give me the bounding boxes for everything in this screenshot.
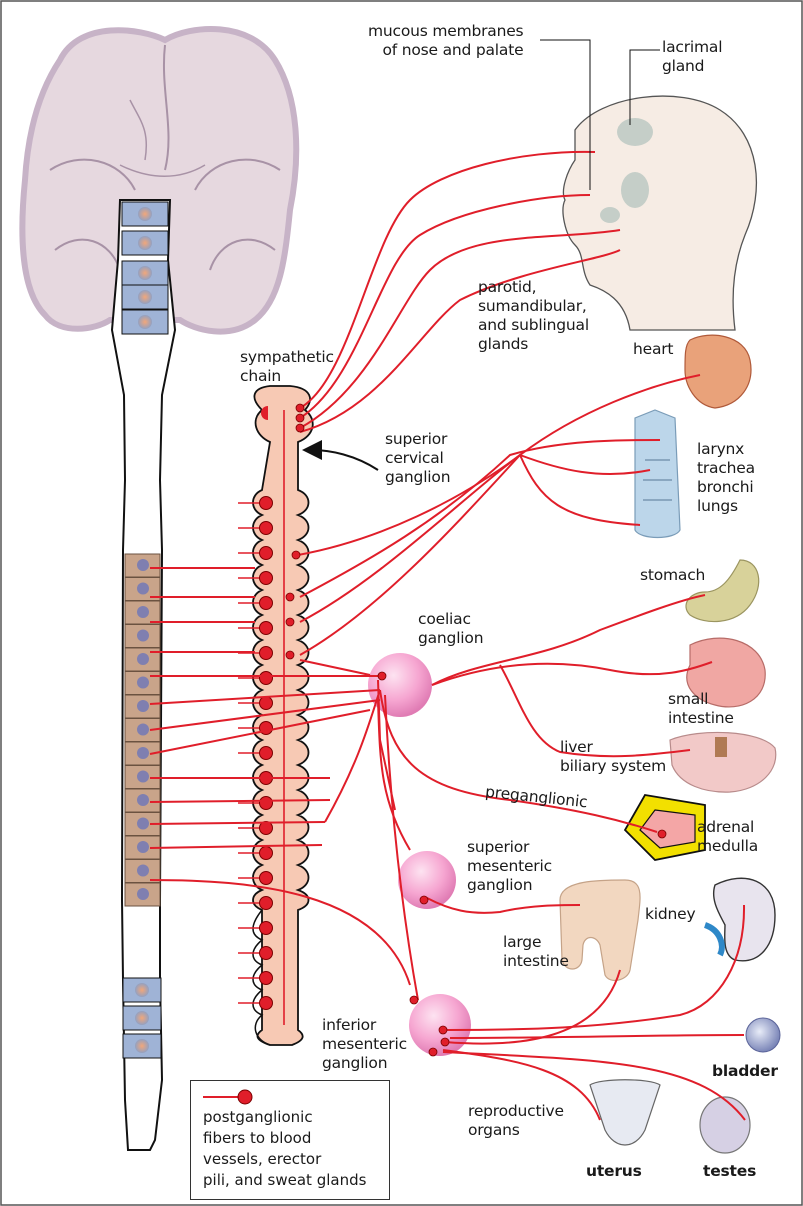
synapse-dot — [292, 551, 300, 559]
chain-ganglion-cell — [260, 697, 273, 710]
uterus-illustration — [590, 1080, 660, 1145]
sacral-nucleus — [135, 1011, 149, 1025]
nerve-fiber — [427, 898, 580, 913]
chain-ganglion-cell — [260, 597, 273, 610]
chain-ganglion-cell — [260, 647, 273, 660]
chain-ganglion-cell — [260, 797, 273, 810]
chain-ganglion-cell — [260, 622, 273, 635]
label-testes: testes — [703, 1162, 756, 1181]
label-parotid-glands: parotid, sumandibular, and sublingual gl… — [478, 278, 589, 354]
lateral-horn-nucleus — [137, 583, 149, 595]
synapse-dot — [296, 404, 304, 412]
lungs-illustration — [635, 410, 680, 538]
synapse-dot — [441, 1038, 449, 1046]
lateral-horn-nucleus — [137, 606, 149, 618]
liver-illustration — [670, 732, 776, 792]
chain-ganglion-cell — [260, 847, 273, 860]
label-large-intestine: large intestine — [503, 933, 569, 971]
chain-ganglion-cell — [260, 572, 273, 585]
testes-illustration — [700, 1097, 750, 1153]
label-stomach: stomach — [640, 566, 705, 585]
label-reproductive-organs: reproductive organs — [468, 1102, 564, 1140]
label-lacrimal-gland: lacrimal gland — [662, 38, 722, 76]
synapse-dot — [296, 414, 304, 422]
label-uterus: uterus — [586, 1162, 642, 1181]
label-mucous-membranes: mucous membranes of nose and palate — [368, 22, 523, 60]
nerve-fiber — [300, 660, 370, 675]
chain-ganglion-cell — [260, 972, 273, 985]
nerve-fiber — [325, 690, 380, 822]
chain-ganglion-cell — [260, 897, 273, 910]
label-kidney: kidney — [645, 905, 695, 924]
nerve-fiber — [385, 695, 418, 1000]
lateral-horn-nucleus — [137, 653, 149, 665]
legend-symbol — [201, 1085, 261, 1109]
synapse-dot — [286, 618, 294, 626]
synapse-dot — [286, 593, 294, 601]
lateral-horn-nucleus — [137, 841, 149, 853]
label-superior-mesenteric-ganglion: superior mesenteric ganglion — [467, 838, 552, 895]
inferior-mesenteric-ganglion — [409, 994, 471, 1056]
lateral-horn-nucleus — [137, 700, 149, 712]
synapse-dot — [420, 896, 428, 904]
lateral-horn-nucleus — [137, 771, 149, 783]
chain-ganglion-cell — [260, 547, 273, 560]
chain-ganglion-cell — [260, 947, 273, 960]
lateral-horn-nucleus — [137, 865, 149, 877]
large-intestine-illustration — [560, 880, 640, 980]
synapse-dot — [410, 996, 418, 1004]
chain-ganglion-cell — [260, 747, 273, 760]
chain-ganglion-cell — [260, 672, 273, 685]
chain-ganglion-cell — [260, 522, 273, 535]
lateral-horn-nucleus — [137, 630, 149, 642]
nerve-fiber — [450, 1035, 744, 1038]
chain-ganglion-cell — [260, 497, 273, 510]
brainstem-nucleus — [138, 207, 152, 221]
synapse-dot — [296, 424, 304, 432]
chain-ganglion-cell — [260, 922, 273, 935]
lateral-horn-nucleus — [137, 724, 149, 736]
adrenal-illustration — [625, 795, 705, 860]
head-face-illustration — [563, 96, 756, 330]
label-small-intestine: small intestine — [668, 690, 734, 728]
superior-cervical-pointer — [312, 450, 378, 470]
chain-ganglion-cell — [260, 997, 273, 1010]
label-superior-cervical-ganglion: superior cervical ganglion — [385, 430, 450, 487]
legend-text: postganglionic fibers to blood vessels, … — [203, 1107, 366, 1191]
legend-box: postganglionic fibers to blood vessels, … — [190, 1080, 390, 1200]
label-heart: heart — [633, 340, 673, 359]
label-liver: liver biliary system — [560, 738, 666, 776]
sacral-nucleus — [135, 1039, 149, 1053]
label-coeliac-ganglion: coeliac ganglion — [418, 610, 483, 648]
lateral-horn-nucleus — [137, 559, 149, 571]
label-inferior-mesenteric-ganglion: inferior mesenteric ganglion — [322, 1016, 407, 1073]
chain-ganglion-cell — [260, 872, 273, 885]
brainstem-nucleus — [138, 315, 152, 329]
brainstem-nucleus — [138, 236, 152, 250]
synapse-dot — [286, 651, 294, 659]
synapse-dot — [439, 1026, 447, 1034]
nerve-fiber — [432, 662, 712, 685]
brainstem-nucleus — [138, 290, 152, 304]
nerve-fiber — [445, 970, 620, 1044]
label-bladder: bladder — [712, 1062, 778, 1081]
lateral-horn-nucleus — [137, 794, 149, 806]
synapse-dot — [429, 1048, 437, 1056]
sacral-nucleus — [135, 983, 149, 997]
label-adrenal-medulla: adrenal medulla — [697, 818, 758, 856]
label-larynx-trachea: larynx trachea bronchi lungs — [697, 440, 755, 516]
lateral-horn-nucleus — [137, 888, 149, 900]
bladder-illustration — [746, 1018, 780, 1052]
brainstem-nucleus — [138, 266, 152, 280]
lateral-horn-nucleus — [137, 818, 149, 830]
lateral-horn-nucleus — [137, 747, 149, 759]
synapse-dot — [378, 672, 386, 680]
label-sympathetic-chain: sympathetic chain — [240, 348, 334, 386]
lateral-horn-nucleus — [137, 677, 149, 689]
heart-illustration — [685, 335, 751, 408]
nerve-fiber — [300, 440, 660, 597]
synapse-dot — [658, 830, 666, 838]
nerve-fiber — [300, 455, 650, 622]
